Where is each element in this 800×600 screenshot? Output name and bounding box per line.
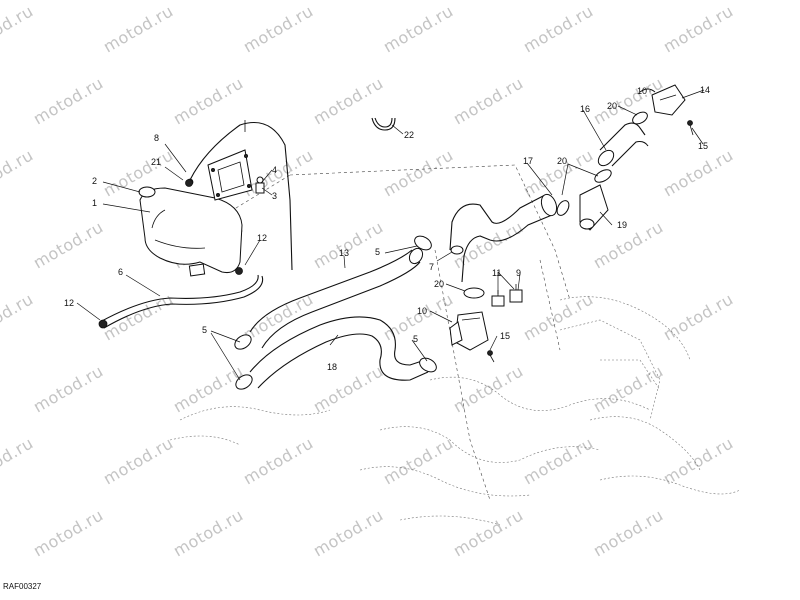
hose-clamps-5 [234,235,437,390]
callout-10-lower: 10 [417,306,427,316]
expansion-tank [138,186,243,277]
thermostat-19 [579,184,609,231]
water-outlet [449,311,495,363]
hose-18 [249,316,429,389]
callout-19: 19 [617,220,627,230]
callout-12-lower: 12 [64,298,74,308]
callout-2: 2 [92,176,97,186]
tank-return-hose [98,267,264,329]
callout-8: 8 [154,133,159,143]
hose-17 [449,193,558,283]
engine-frame-ghost [169,164,741,526]
callout-13: 13 [339,248,349,258]
leader-lines [76,89,705,381]
callout-18: 18 [327,362,337,372]
callout-10-upper: 10 [637,86,647,96]
clamps-20 [463,111,648,299]
callout-14: 14 [700,85,710,95]
outlet-14 [639,84,694,136]
callout-17: 17 [523,156,533,166]
clamp-12-left [98,319,108,329]
callout-22: 22 [404,130,414,140]
callout-4: 4 [272,165,277,175]
callout-20-upper: 20 [607,101,617,111]
tank-bracket [207,149,253,201]
callout-15-upper: 15 [698,141,708,151]
callout-12-upper: 12 [257,233,267,243]
tank-hardware [185,176,265,194]
callout-labels: 8 21 2 1 4 3 12 6 12 5 13 5 18 22 7 17 2… [64,85,710,372]
callout-3: 3 [272,191,277,201]
callout-15-lower: 15 [500,331,510,341]
callout-21: 21 [151,157,161,167]
hose-13 [249,247,424,349]
callout-11: 11 [492,268,501,278]
tank-cap [138,186,156,198]
callout-20-mid: 20 [557,156,567,166]
clamp-12-right [235,267,243,275]
reference-code: RAF00327 [3,582,42,591]
sensors [491,284,523,307]
callout-16: 16 [580,104,590,114]
callout-5-left: 5 [202,325,207,335]
callout-7: 7 [429,262,434,272]
callout-5-right: 5 [413,334,418,344]
callout-6: 6 [118,267,123,277]
callout-5-mid: 5 [375,247,380,257]
callout-9: 9 [516,268,521,278]
u-clip-22 [371,117,396,131]
callout-20-lower: 20 [434,279,444,289]
callout-1: 1 [92,198,97,208]
